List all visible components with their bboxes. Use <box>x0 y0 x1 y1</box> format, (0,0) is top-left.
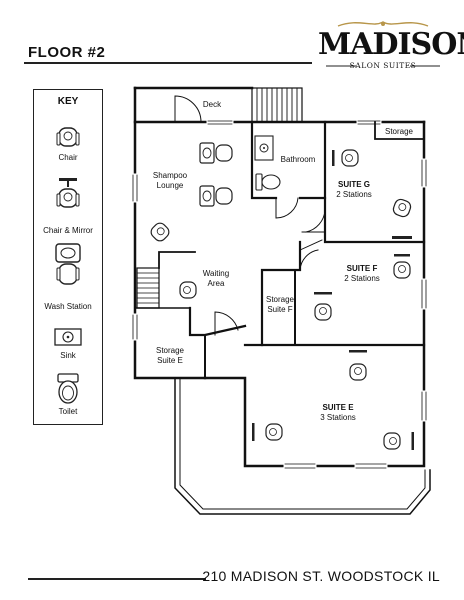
chair-icon <box>392 198 412 218</box>
label-storage-e-line1: Storage <box>156 346 185 355</box>
chair-mirror-icon <box>332 149 359 167</box>
label-bathroom: Bathroom <box>281 155 316 164</box>
label-waiting-line1: Waiting <box>203 269 229 278</box>
key-legend <box>33 89 103 425</box>
wash-station-icon <box>199 142 233 164</box>
label-waiting-line2: Area <box>208 279 225 288</box>
key-title: KEY <box>57 96 79 107</box>
label-storage-f-line1: Storage <box>266 295 295 304</box>
chair-mirror-icon <box>349 350 367 381</box>
header-rule <box>24 62 312 64</box>
brand-logo-ornament <box>326 21 440 67</box>
chair-icon <box>56 127 80 147</box>
label-deck: Deck <box>203 100 222 109</box>
label-suite-g: SUITE G <box>338 180 370 189</box>
chair-mirror-icon <box>56 178 80 208</box>
label-suite-g-stations: 2 Stations <box>336 190 372 199</box>
key-label-chair-mirror: Chair & Mirror <box>43 226 93 235</box>
label-shampoo-line2: Lounge <box>157 181 184 190</box>
key-label-toilet: Toilet <box>58 407 78 416</box>
toilet-icon <box>57 373 79 404</box>
chair-mirror-icon <box>383 432 414 450</box>
key-icons <box>54 127 82 404</box>
chair-mirror-icon <box>252 423 283 441</box>
sink-icon <box>54 328 82 346</box>
chair-icon <box>150 222 170 242</box>
brand-subtitle: SALON SUITES <box>349 61 417 70</box>
label-suite-f-stations: 2 Stations <box>344 274 380 283</box>
chair-mirror-icon <box>393 254 411 279</box>
porch-rail <box>174 377 431 515</box>
footer-rule <box>28 578 206 580</box>
key-label-sink: Sink <box>60 351 76 360</box>
label-storage-f-line2: Suite F <box>267 305 292 314</box>
label-suite-f: SUITE F <box>347 264 378 273</box>
brand-name: MADISON <box>318 27 464 62</box>
address: 210 MADISON ST. WOODSTOCK IL <box>202 568 440 584</box>
chair-mirror-icon <box>314 292 332 321</box>
sink-icon <box>254 135 274 161</box>
label-storage-e-line2: Suite E <box>157 356 183 365</box>
floor-title: FLOOR #2 <box>28 44 106 61</box>
label-storage-top: Storage <box>385 127 414 136</box>
label-shampoo-line1: Shampoo <box>153 171 188 180</box>
label-suite-e: SUITE E <box>322 403 354 412</box>
wash-station-icon <box>55 243 81 285</box>
label-suite-e-stations: 3 Stations <box>320 413 356 422</box>
chair-icon <box>179 281 197 299</box>
wash-station-icon <box>199 185 233 207</box>
key-label-chair: Chair <box>58 153 78 162</box>
toilet-icon <box>255 173 281 191</box>
key-label-wash-station: Wash Station <box>44 302 92 311</box>
